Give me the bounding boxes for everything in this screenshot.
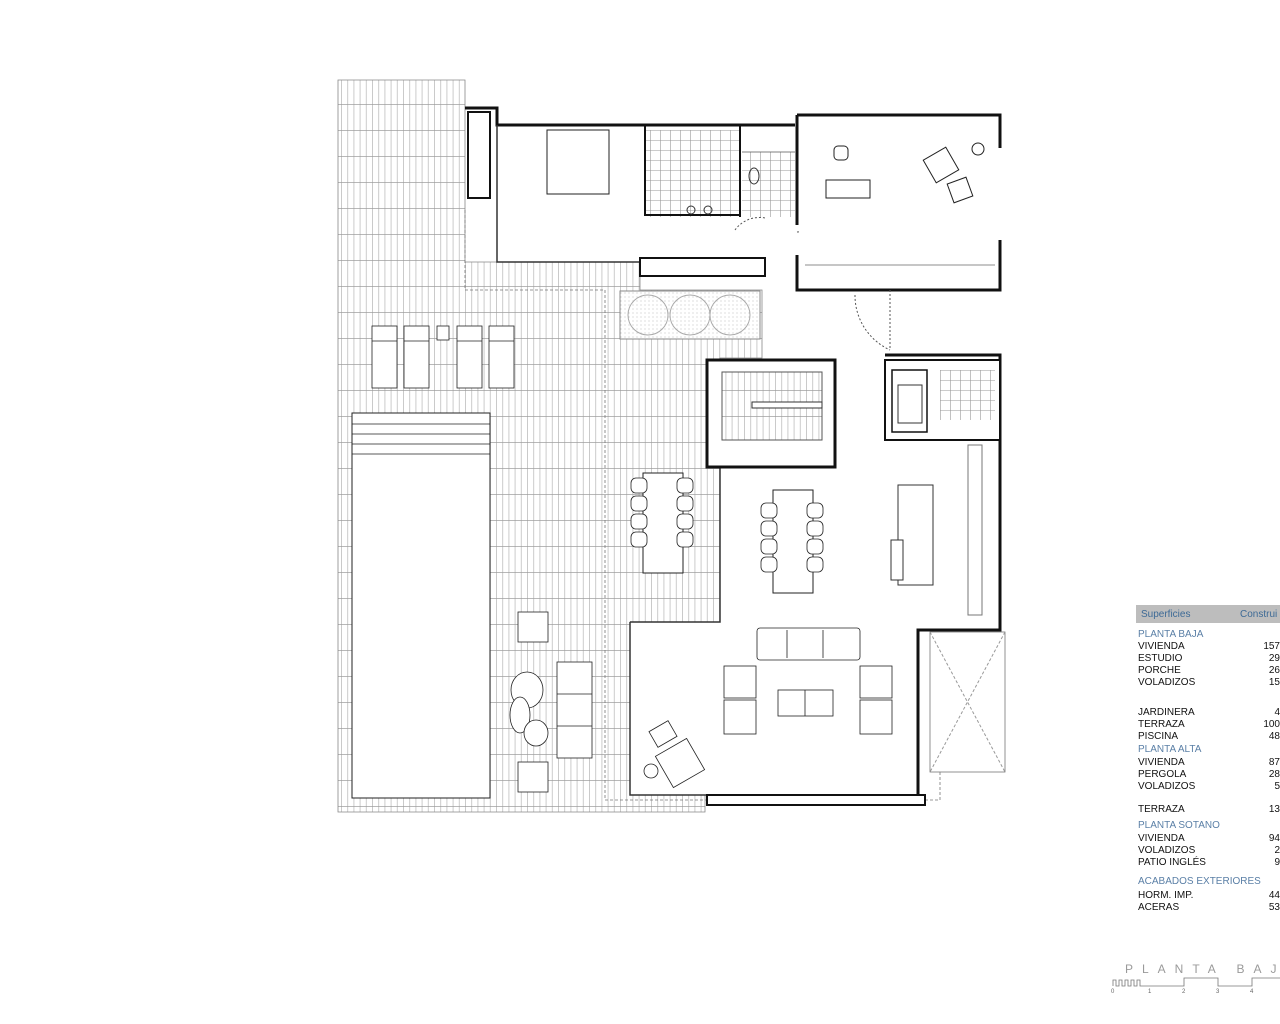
header-superficies: Superficies xyxy=(1141,609,1191,620)
row-label: JARDINERA xyxy=(1138,707,1195,718)
table-row: PERGOLA 28 xyxy=(1138,769,1280,780)
table-row: VIVIENDA 94 xyxy=(1138,833,1280,844)
table-row: PATIO INGLÉS 9 xyxy=(1138,857,1280,868)
row-label: PISCINA xyxy=(1138,731,1179,742)
table-row: PORCHE 26 xyxy=(1138,665,1280,676)
row-label: ACERAS xyxy=(1138,902,1180,913)
row-label: PORCHE xyxy=(1138,665,1181,676)
chair xyxy=(806,520,824,537)
living-area xyxy=(629,353,1006,806)
chair xyxy=(806,538,824,555)
row-value: 44 xyxy=(1268,890,1280,901)
kitchen-island xyxy=(897,484,934,586)
section-title: PLANTA SOTANO xyxy=(1138,820,1220,831)
staircase xyxy=(705,358,837,469)
row-value: 29 xyxy=(1268,653,1280,664)
table-row: VOLADIZOS 15 xyxy=(1138,677,1280,688)
row-label: VOLADIZOS xyxy=(1138,781,1196,792)
section-title: PLANTA ALTA xyxy=(1138,744,1202,755)
scale-label: 3 xyxy=(1216,989,1220,995)
row-value: 15 xyxy=(1268,677,1280,688)
chair xyxy=(630,477,648,494)
swimming-pool xyxy=(351,412,491,799)
scale-label: 4 xyxy=(1250,989,1254,995)
chair xyxy=(676,495,694,512)
lounge-furniture xyxy=(509,611,893,793)
porch-outline xyxy=(464,210,941,801)
row-value: 48 xyxy=(1268,731,1280,742)
planter xyxy=(619,290,761,340)
bed xyxy=(546,129,610,195)
bedroom-wing xyxy=(465,106,829,277)
chair xyxy=(806,556,824,573)
section-title: ACABADOS EXTERIORES xyxy=(1138,876,1261,887)
table-row: TERRAZA 13 xyxy=(1138,804,1280,815)
row-label: VOLADIZOS xyxy=(1138,677,1196,688)
kitchen-block xyxy=(884,359,1001,616)
chair xyxy=(630,495,648,512)
row-label: PERGOLA xyxy=(1138,769,1187,780)
terrace-dining-table xyxy=(642,472,684,574)
row-value: 157 xyxy=(1263,641,1280,652)
section-title: PLANTA BAJA xyxy=(1138,629,1204,640)
row-label: VIVIENDA xyxy=(1138,833,1185,844)
indoor-dining-table xyxy=(772,489,814,594)
row-value: 100 xyxy=(1263,719,1280,730)
table-row: ESTUDIO 29 xyxy=(1138,653,1280,664)
table-row: ACERAS 53 xyxy=(1138,902,1280,913)
chair xyxy=(630,531,648,548)
table-row: JARDINERA 4 xyxy=(1138,707,1280,718)
chair xyxy=(760,502,778,519)
chair xyxy=(760,520,778,537)
drawing-title: PLANTA BAJA xyxy=(1125,962,1280,976)
chair xyxy=(676,513,694,530)
row-value: 94 xyxy=(1268,833,1280,844)
row-value: 2 xyxy=(1274,845,1280,856)
scale-label: 2 xyxy=(1182,989,1186,995)
row-label: PATIO INGLÉS xyxy=(1138,857,1206,868)
row-value: 87 xyxy=(1268,757,1280,768)
scale-label: 1 xyxy=(1148,989,1152,995)
row-label: HORM. IMP. xyxy=(1138,890,1194,901)
row-value: 26 xyxy=(1268,665,1280,676)
table-row: VOLADIZOS 2 xyxy=(1138,845,1280,856)
sun-loungers xyxy=(371,325,515,389)
chair xyxy=(676,531,694,548)
row-value: 9 xyxy=(1274,857,1280,868)
scale-bar xyxy=(1112,977,1280,987)
row-value: 13 xyxy=(1268,804,1280,815)
chair xyxy=(760,538,778,555)
study-room xyxy=(795,113,1002,292)
row-value: 28 xyxy=(1268,769,1280,780)
table-row: TERRAZA 100 xyxy=(1138,719,1280,730)
scale-label: 0 xyxy=(1111,989,1115,995)
row-value: 5 xyxy=(1274,781,1280,792)
table-row: HORM. IMP. 44 xyxy=(1138,890,1280,901)
chair xyxy=(630,513,648,530)
chair xyxy=(806,502,824,519)
dining-chairs xyxy=(630,477,824,573)
chair xyxy=(760,556,778,573)
row-label: VIVIENDA xyxy=(1138,641,1185,652)
table-row: VIVIENDA 157 xyxy=(1138,641,1280,652)
table-row: VIVIENDA 87 xyxy=(1138,757,1280,768)
row-label: TERRAZA xyxy=(1138,719,1185,730)
chair xyxy=(676,477,694,494)
entry-door xyxy=(854,290,891,351)
table-row: VOLADIZOS 5 xyxy=(1138,781,1280,792)
row-value: 4 xyxy=(1274,707,1280,718)
row-label: VIVIENDA xyxy=(1138,757,1185,768)
table-header: Superficies Construi xyxy=(1136,605,1280,623)
row-label: VOLADIZOS xyxy=(1138,845,1196,856)
row-value: 53 xyxy=(1268,902,1280,913)
header-construida: Construi xyxy=(1240,609,1278,620)
row-label: TERRAZA xyxy=(1138,804,1185,815)
row-label: ESTUDIO xyxy=(1138,653,1183,664)
table-row: PISCINA 48 xyxy=(1138,731,1280,742)
